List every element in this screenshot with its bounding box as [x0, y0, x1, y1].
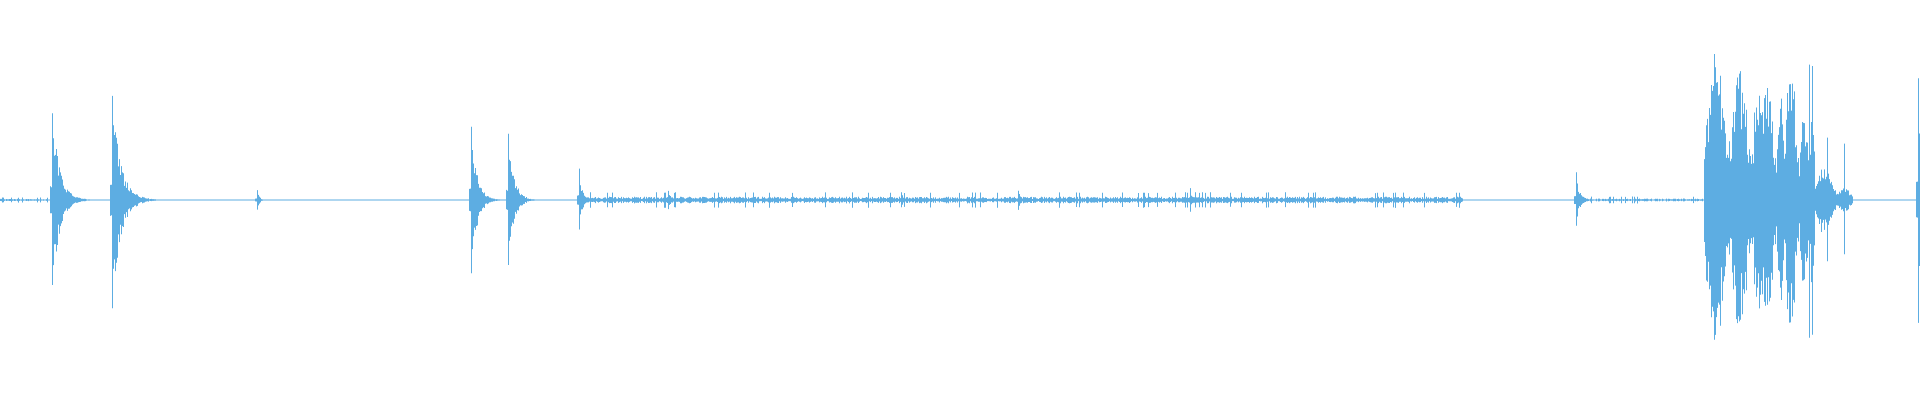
waveform-bars: [0, 54, 1920, 340]
